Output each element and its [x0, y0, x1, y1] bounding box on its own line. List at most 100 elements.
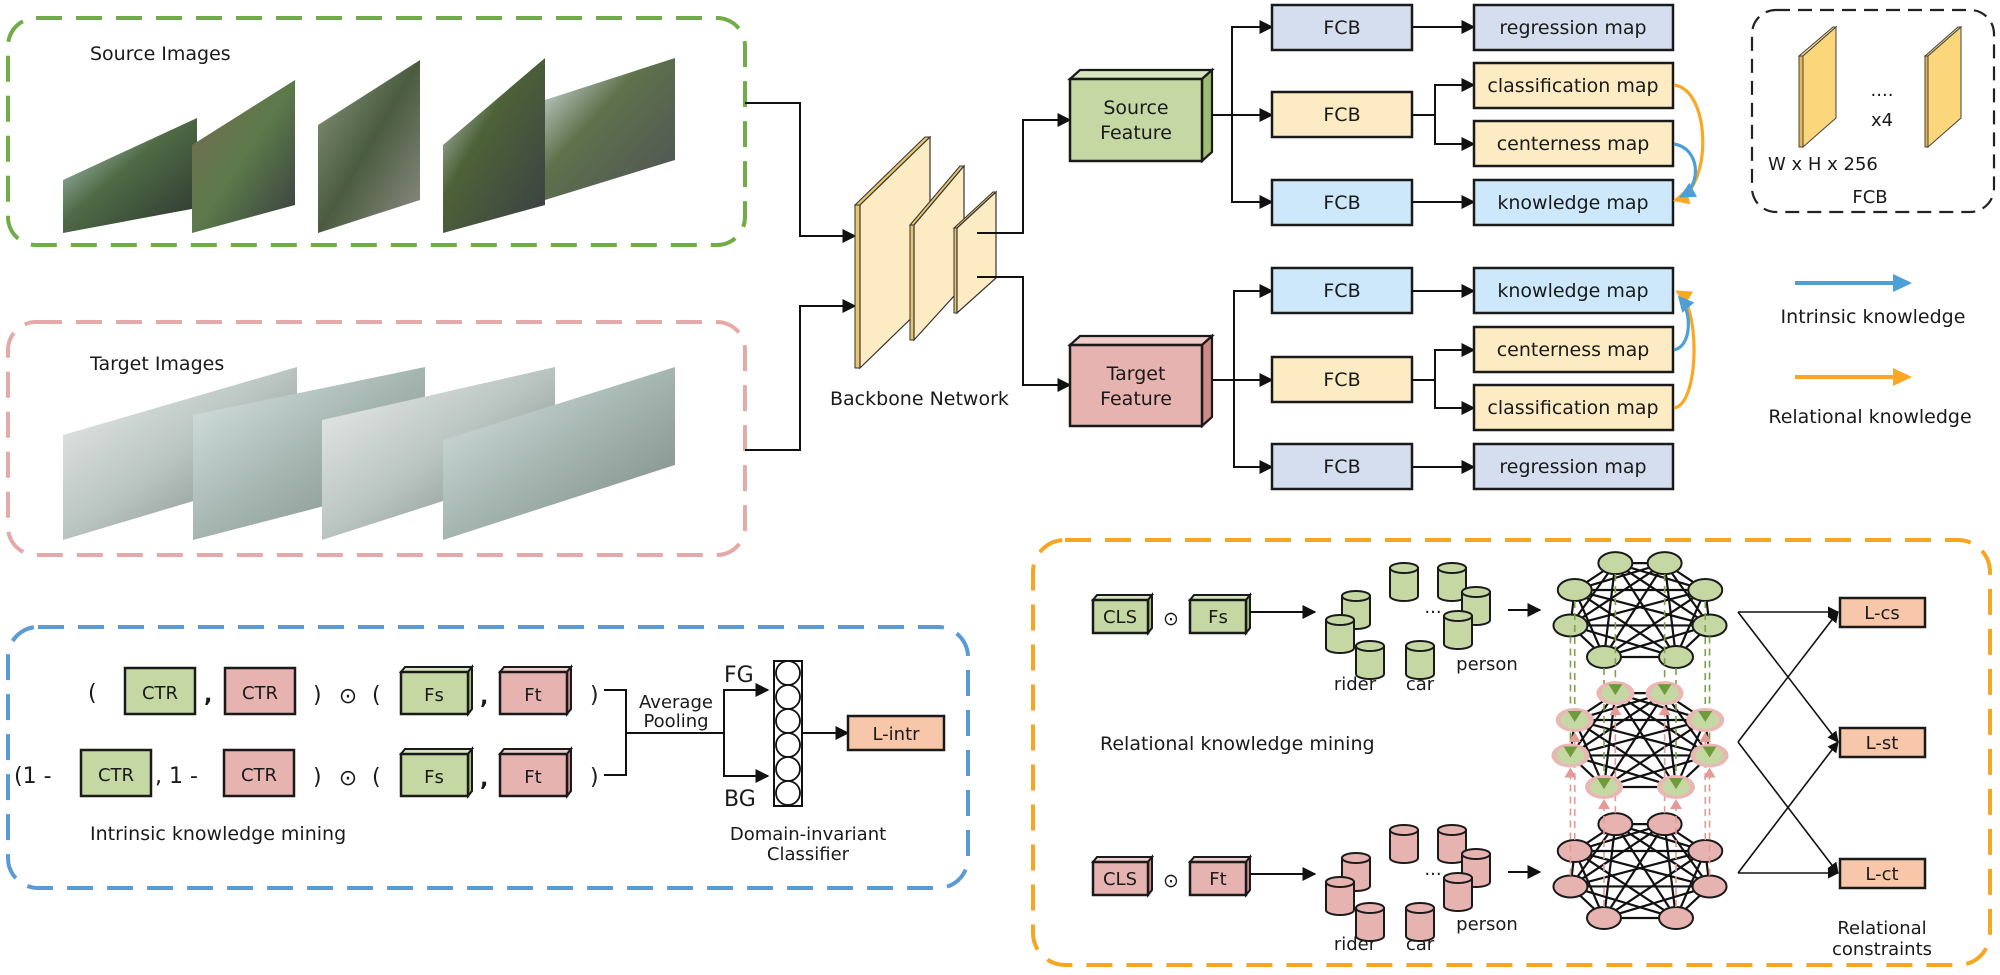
fs-block: Fs: [398, 746, 475, 799]
prototype-cylinder: [1437, 824, 1467, 864]
pooling-label-2: Pooling: [643, 711, 708, 732]
classifier-label-2: Classifier: [767, 844, 850, 865]
classifier-label-1: Domain-invariant: [730, 824, 886, 845]
target-classification-map: classification map: [1472, 383, 1675, 432]
fcb-legend-dims: W x H x 256: [1768, 154, 1878, 175]
source-feature-block: Source Feature: [1067, 67, 1215, 164]
relational-knowledge-panel: CLS ⊙ Fs CLS ⊙ Ft ... rider car: [1031, 538, 1992, 967]
source-regression-map: regression map: [1472, 3, 1675, 52]
bg-arrow: [723, 733, 770, 783]
source-image-4b: [545, 58, 675, 200]
fcb-legend-dots: ....: [1871, 80, 1894, 101]
source-class-prototypes: [1325, 562, 1491, 680]
target-graph-to-lst: [1737, 741, 1839, 874]
source-relational-knowledge-arrow: [1672, 83, 1705, 205]
fused-relation-graph: [1551, 574, 1729, 908]
fcb-label: FCB: [1323, 17, 1360, 39]
target-image-4: [443, 367, 675, 540]
hadamard-operator: ⊙: [339, 684, 357, 709]
source-fcb-knowledge: FCB: [1270, 178, 1414, 227]
map-label: centerness map: [1497, 339, 1650, 361]
target-images-panel: Target Images: [6, 320, 747, 557]
map-label: regression map: [1499, 456, 1646, 478]
source-to-backbone-arrow: [745, 102, 857, 243]
backbone-label: Backbone Network: [830, 388, 1009, 410]
ft-label: Ft: [524, 685, 541, 706]
l-st-box: [1838, 726, 1927, 759]
ctr-source-box: [123, 666, 197, 716]
ft-block: Ft: [497, 746, 574, 799]
fcb-to-centerness-map: [1434, 115, 1476, 151]
source-feature-label-2: Feature: [1100, 122, 1172, 144]
fcb-legend-title: FCB: [1852, 187, 1887, 208]
ctr-target-label: CTR: [241, 765, 277, 786]
graph-node: [1556, 839, 1593, 864]
l-intr-label: L-intr: [872, 724, 920, 745]
map-label: classification map: [1487, 75, 1658, 97]
tgt-fcb-to-centerness-map: [1412, 343, 1476, 381]
ctr-source-label: CTR: [98, 765, 134, 786]
tgt-feat-to-fcb1: [1233, 284, 1274, 380]
l-cs-label: L-cs: [1864, 603, 1899, 624]
source-image-2: [192, 80, 295, 233]
prototype-cylinder: [1325, 614, 1355, 654]
paren-close: ): [590, 765, 599, 790]
intrinsic-legend-label: Intrinsic knowledge: [1781, 306, 1966, 328]
ft-block: Ft: [1187, 854, 1253, 898]
target-intrinsic-knowledge-arrow: [1673, 295, 1695, 352]
domain-invariant-classifier: [773, 660, 803, 807]
backbone-to-source-feature-arrow: [977, 113, 1072, 234]
car-label: car: [1406, 674, 1435, 695]
target-knowledge-map: knowledge map: [1472, 266, 1675, 315]
source-image-3: [318, 60, 420, 233]
fcb-label: FCB: [1323, 369, 1360, 391]
fs-block: Fs: [1187, 592, 1253, 636]
graph-node: [1687, 578, 1724, 603]
hadamard-operator: ⊙: [339, 766, 357, 791]
src-feat-to-fcb3: [1231, 115, 1274, 209]
ft-label: Ft: [524, 767, 541, 788]
paren-close: ): [313, 765, 322, 790]
ft-block: Ft: [497, 664, 574, 717]
car-label: car: [1406, 934, 1435, 955]
target-class-prototypes: [1325, 824, 1491, 942]
map-label: knowledge map: [1497, 192, 1648, 214]
source-intrinsic-knowledge-arrow: [1673, 142, 1698, 198]
target-fcb-regression: FCB: [1270, 442, 1414, 491]
fg-label: FG: [724, 663, 754, 688]
constraints-label-2: constraints: [1832, 939, 1932, 960]
relational-legend-label: Relational knowledge: [1768, 406, 1971, 428]
hadamard-operator: ⊙: [1163, 608, 1179, 630]
arrow-legend: Intrinsic knowledge Relational knowledge: [1768, 274, 1972, 428]
target-regression-map: regression map: [1472, 442, 1675, 491]
paren-close: ): [590, 683, 599, 708]
ft-label: Ft: [1209, 869, 1226, 890]
rider-label: rider: [1334, 934, 1377, 955]
ctr-target-label: CTR: [242, 683, 278, 704]
l-ct-box: [1838, 857, 1927, 890]
src-feat-to-fcb1: [1231, 20, 1274, 115]
graph-node: [1556, 578, 1593, 603]
map-label: knowledge map: [1497, 280, 1648, 302]
prototype-cylinder: [1389, 824, 1419, 864]
person-label: person: [1456, 914, 1518, 935]
map-label: classification map: [1487, 397, 1658, 419]
tgt-feat-to-fcb3: [1233, 380, 1274, 474]
intrinsic-legend-arrowhead: [1893, 274, 1912, 292]
relational-legend-arrowhead: [1893, 368, 1912, 386]
l-st-label: L-st: [1866, 733, 1899, 754]
tgt-fcb-to-classification-map: [1434, 380, 1476, 415]
constraints-label-1: Relational: [1837, 918, 1926, 939]
source-images-title: Source Images: [90, 43, 231, 65]
fs-block: Fs: [398, 664, 475, 717]
source-centerness-map: centerness map: [1472, 119, 1675, 168]
fcb-label: FCB: [1323, 456, 1360, 478]
prototype-cylinder: [1355, 640, 1385, 680]
prototype-cylinder: [1325, 876, 1355, 916]
mid-graph-to-lcs: [1737, 611, 1839, 743]
pooling-label-1: Average: [639, 692, 713, 713]
graph-node: [1586, 906, 1622, 931]
comma: ,: [204, 683, 212, 708]
target-images-title: Target Images: [89, 353, 224, 375]
